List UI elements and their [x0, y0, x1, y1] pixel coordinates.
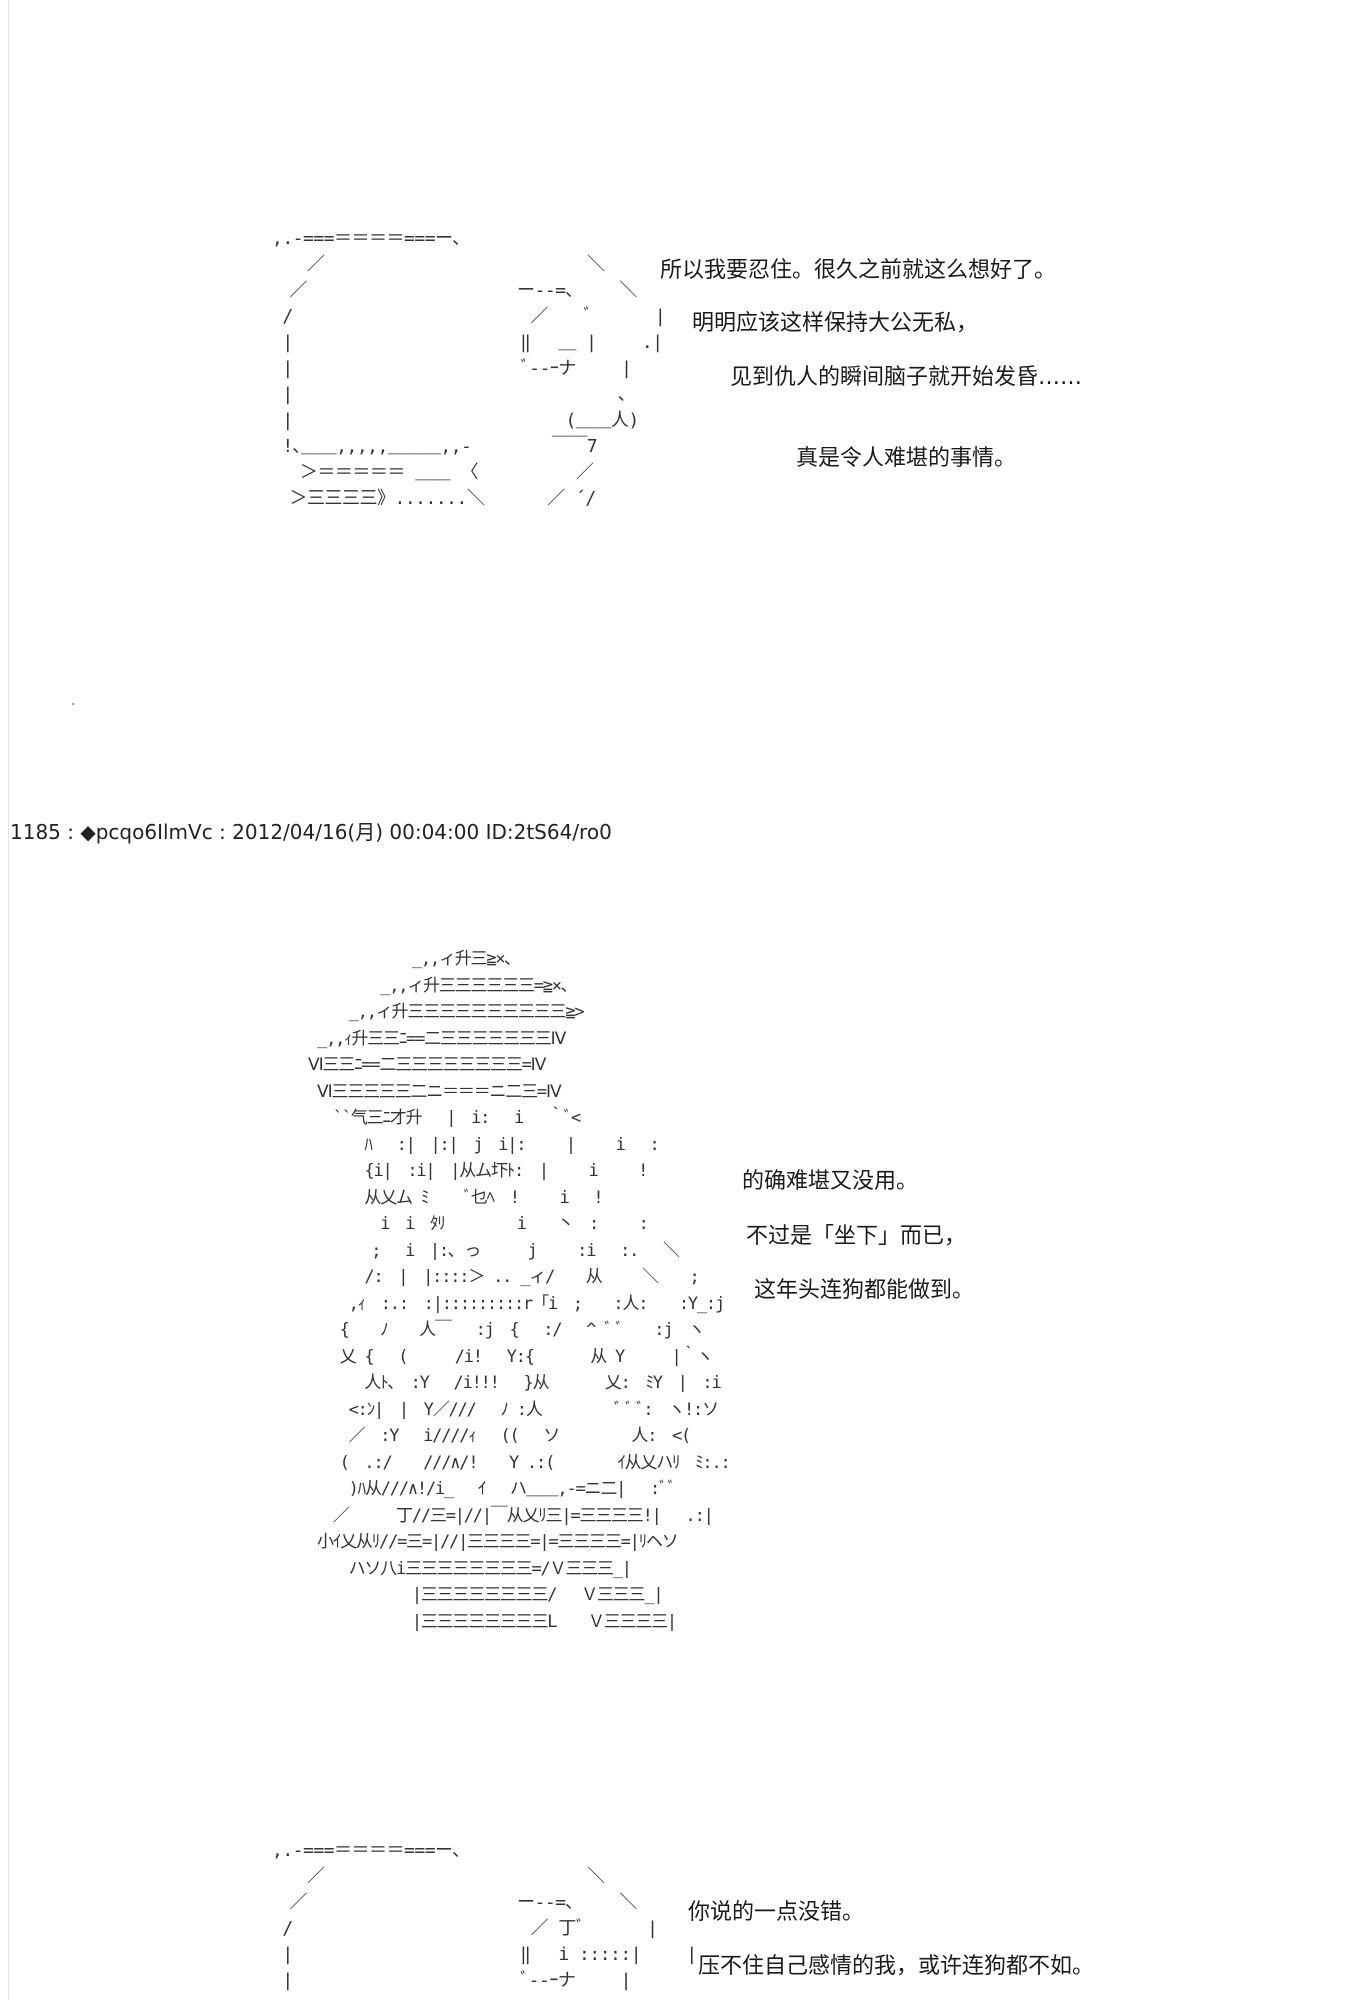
- dialogue-line: 明明应该这样保持大公无私，: [692, 311, 979, 336]
- stray-dot: [72, 703, 74, 705]
- ascii-art-character-figure: _,,ィ升三≧×､ _,,ィ升三三三三三三=≧×､ _,,ィ升三三三三三三三三三…: [308, 949, 731, 1632]
- dialogue-line: 这年头连狗都能做到。: [754, 1278, 975, 1303]
- post-header: 1185 : ◆pcqo6IlmVc : 2012/04/16(月) 00:04…: [10, 820, 612, 844]
- ascii-art-character-face: ,.-===＝＝＝＝===ー､ ／ ＼ ／ ー--=､ ＼ / ／ ﾞ | | …: [272, 228, 666, 509]
- dialogue-line: 压不住自己感情的我，或许连狗都不如。: [698, 1954, 1095, 1979]
- dialogue-line: 真是令人难堪的事情。: [796, 446, 1017, 471]
- dialogue-line: 不过是「坐下」而已，: [746, 1224, 967, 1249]
- ascii-art-character-face: ,.-===＝＝＝＝===ー､ ／ ＼ ／ ー--=､ ＼ / ／ 丁ﾞ | |…: [272, 1840, 697, 1991]
- page-edge: [8, 0, 9, 2000]
- dialogue-line: 见到仇人的瞬间脑子就开始发昏……: [730, 365, 1083, 390]
- dialogue-line: 你说的一点没错。: [688, 1900, 865, 1925]
- dialogue-line: 所以我要忍住。很久之前就这么想好了。: [660, 258, 1057, 283]
- dialogue-line: 的确难堪又没用。: [742, 1169, 919, 1194]
